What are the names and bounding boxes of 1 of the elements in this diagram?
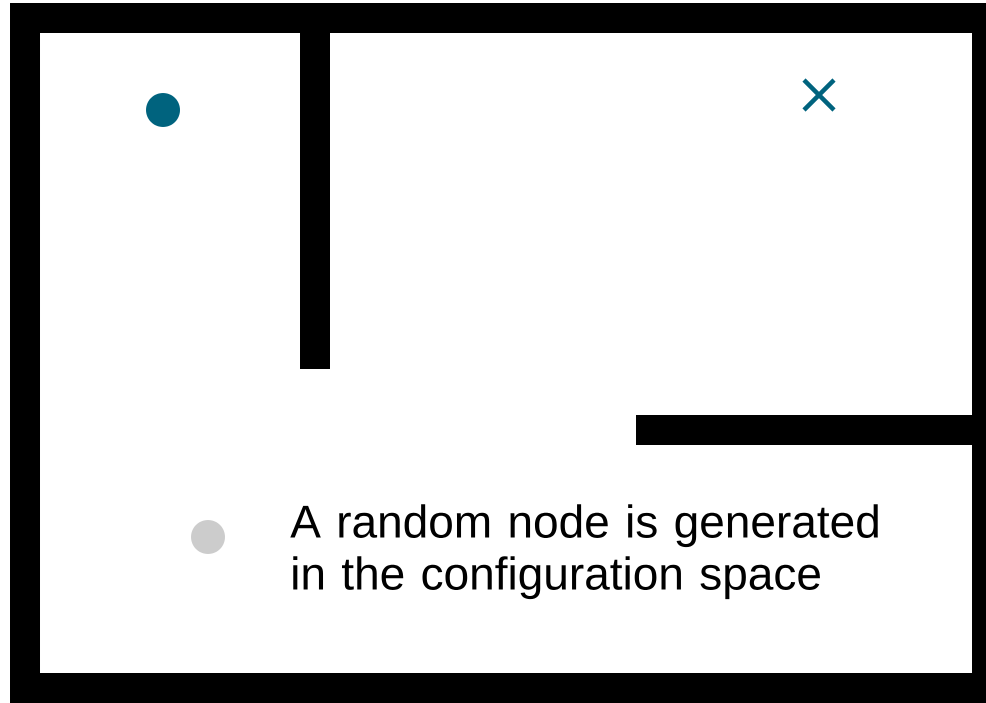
caption-text: A random node is generated in the configuration space xyxy=(290,504,878,600)
